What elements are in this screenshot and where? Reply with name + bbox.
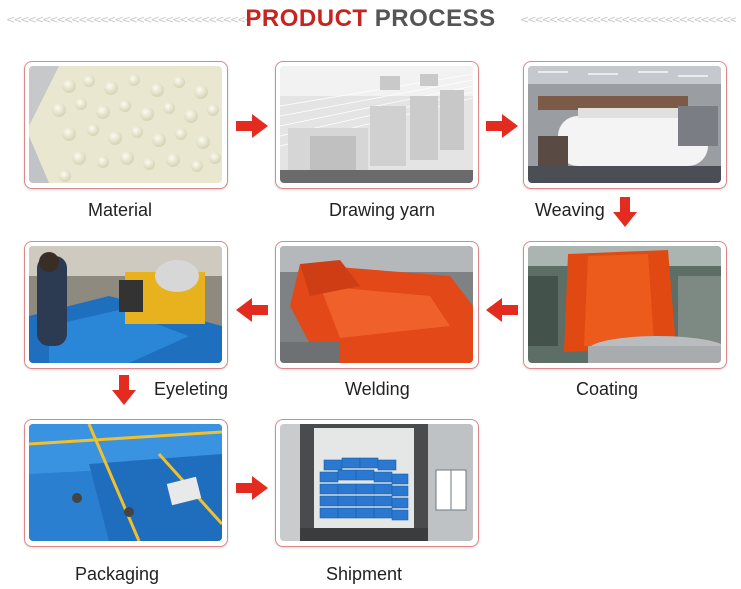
header: <<<<<<<<<<<<<<<<<<<<<<<<<<<<<<<<<<<<<<<<… [0, 4, 741, 34]
step-label-coating: Coating [576, 379, 639, 399]
page-title: PRODUCT PROCESS [0, 4, 741, 34]
drawing-yarn-photo [280, 66, 473, 183]
step-weaving-image [523, 61, 727, 189]
step-label-packaging: Packaging [75, 564, 160, 584]
material-pellets-photo [29, 66, 222, 183]
right-chevron-decoration: <<<<<<<<<<<<<<<<<<<<<<<<<<<<<<<<<<<< [520, 13, 736, 25]
step-label-eyeleting: Eyeleting [154, 379, 229, 399]
step-coating-image [523, 241, 727, 369]
step-material-image [24, 61, 228, 189]
step-label-drawing-yarn: Drawing yarn [329, 200, 436, 220]
step-drawing-yarn-image [275, 61, 479, 189]
arrow-right-icon [486, 114, 518, 138]
arrow-right-icon [236, 476, 268, 500]
step-shipment-image [275, 419, 479, 547]
step-eyeleting-image [24, 241, 228, 369]
step-welding-image [275, 241, 479, 369]
weaving-photo [528, 66, 721, 183]
step-packaging-image [24, 419, 228, 547]
title-word-process: PROCESS [374, 5, 496, 32]
eyeleting-photo [29, 246, 222, 363]
step-label-shipment: Shipment [326, 564, 403, 584]
left-chevron-decoration: <<<<<<<<<<<<<<<<<<<<<<<<<<<<<<<<<<<<<<<< [6, 13, 250, 25]
arrow-left-icon [486, 298, 518, 322]
step-label-welding: Welding [345, 379, 410, 399]
packaging-photo [29, 424, 222, 541]
title-word-product: PRODUCT [245, 5, 368, 32]
arrow-left-icon [236, 298, 268, 322]
arrow-down-icon [112, 375, 136, 405]
coating-photo [528, 246, 721, 363]
welding-photo [280, 246, 473, 363]
shipment-photo [280, 424, 473, 541]
step-label-material: Material [88, 200, 153, 220]
arrow-down-icon [613, 197, 637, 227]
step-label-weaving: Weaving [535, 200, 605, 220]
arrow-right-icon [236, 114, 268, 138]
